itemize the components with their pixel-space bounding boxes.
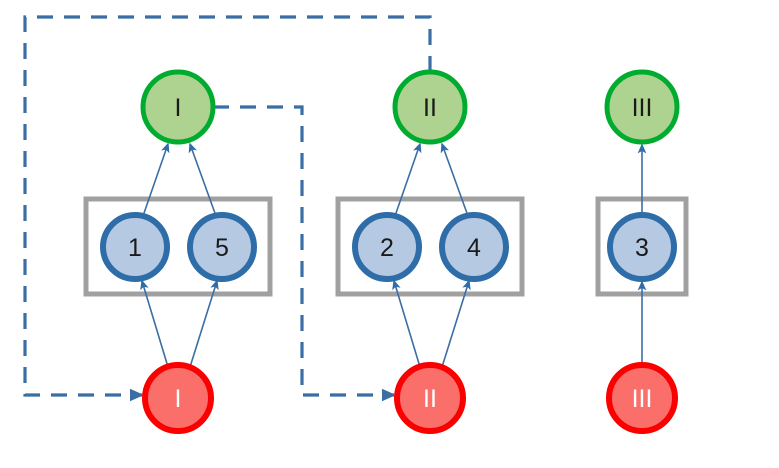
edge-red2-to-blue4 (441, 279, 471, 368)
node-blue-5-circle[interactable] (187, 212, 257, 282)
node-blue-5[interactable]: 5 (187, 212, 257, 282)
node-red-3-circle[interactable] (606, 362, 678, 434)
node-blue-2[interactable]: 2 (352, 212, 422, 282)
node-blue-1-circle[interactable] (100, 212, 170, 282)
bottom-node-layer: I II III (142, 362, 678, 434)
edge-blue1-to-green1 (142, 142, 170, 217)
edge-blue4-to-green2 (440, 142, 469, 217)
edge-red1-to-blue1 (140, 279, 169, 368)
node-green-2[interactable]: II (392, 69, 468, 145)
node-blue-3-circle[interactable] (607, 212, 677, 282)
node-green-3-circle[interactable] (604, 69, 680, 145)
node-blue-4[interactable]: 4 (439, 212, 509, 282)
edge-red2-to-blue2 (392, 279, 421, 368)
node-green-1-circle[interactable] (140, 69, 216, 145)
edge-blue2-to-green2 (394, 142, 422, 217)
node-red-3[interactable]: III (606, 362, 678, 434)
edge-blue5-to-green1 (188, 142, 217, 217)
node-green-3[interactable]: III (604, 69, 680, 145)
node-blue-3[interactable]: 3 (607, 212, 677, 282)
solid-edge-layer (140, 142, 647, 368)
node-blue-2-circle[interactable] (352, 212, 422, 282)
dashed-edge-layer (23, 15, 432, 402)
node-blue-1[interactable]: 1 (100, 212, 170, 282)
node-blue-4-circle[interactable] (439, 212, 509, 282)
edge-red1-to-blue5 (189, 279, 219, 368)
node-green-1[interactable]: I (140, 69, 216, 145)
dashed-edge-feedback-green2-to-red1 (23, 15, 432, 402)
node-red-2-circle[interactable] (394, 362, 466, 434)
node-red-1[interactable]: I (142, 362, 214, 434)
node-red-1-circle[interactable] (142, 362, 214, 434)
node-red-2[interactable]: II (394, 362, 466, 434)
node-green-2-circle[interactable] (392, 69, 468, 145)
